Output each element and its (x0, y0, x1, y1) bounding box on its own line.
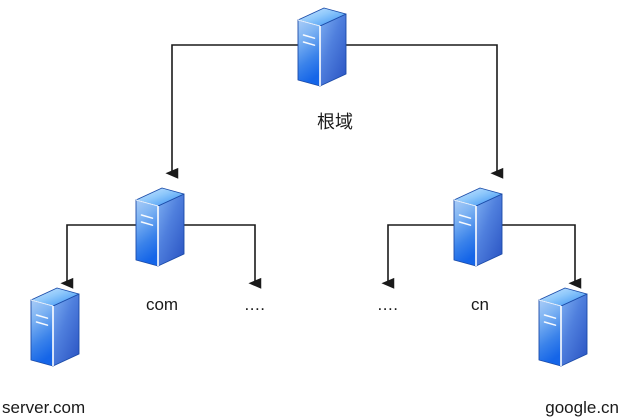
node-com-ellipsis-label: .... (245, 295, 266, 314)
node-google-cn-label: google.cn (545, 398, 619, 417)
node-root[interactable]: 根域 (297, 7, 353, 133)
server-icon (30, 287, 80, 367)
node-server-com[interactable]: server.com (2, 287, 85, 417)
node-cn-ellipsis-label: .... (378, 295, 399, 314)
edge-com-to-ellipsis (160, 224, 262, 289)
node-server-com-label: server.com (2, 398, 85, 417)
server-icon (297, 7, 347, 87)
node-com-label: com (146, 295, 178, 314)
edge-root-to-cn (322, 44, 504, 179)
server-icon (538, 287, 588, 367)
edge-cn-to-ellipsis (381, 224, 478, 289)
edge-group (60, 44, 582, 289)
node-com[interactable]: com (135, 187, 185, 314)
server-icon (135, 187, 185, 267)
edge-com-to-server-com (60, 224, 160, 289)
edge-cn-to-google-cn (478, 224, 582, 289)
node-cn-label: cn (471, 295, 489, 314)
node-cn[interactable]: cn (453, 187, 503, 314)
node-root-label: 根域 (317, 112, 353, 133)
edge-root-to-com (165, 44, 322, 179)
server-icon (453, 187, 503, 267)
node-google-cn[interactable]: google.cn (538, 287, 619, 417)
